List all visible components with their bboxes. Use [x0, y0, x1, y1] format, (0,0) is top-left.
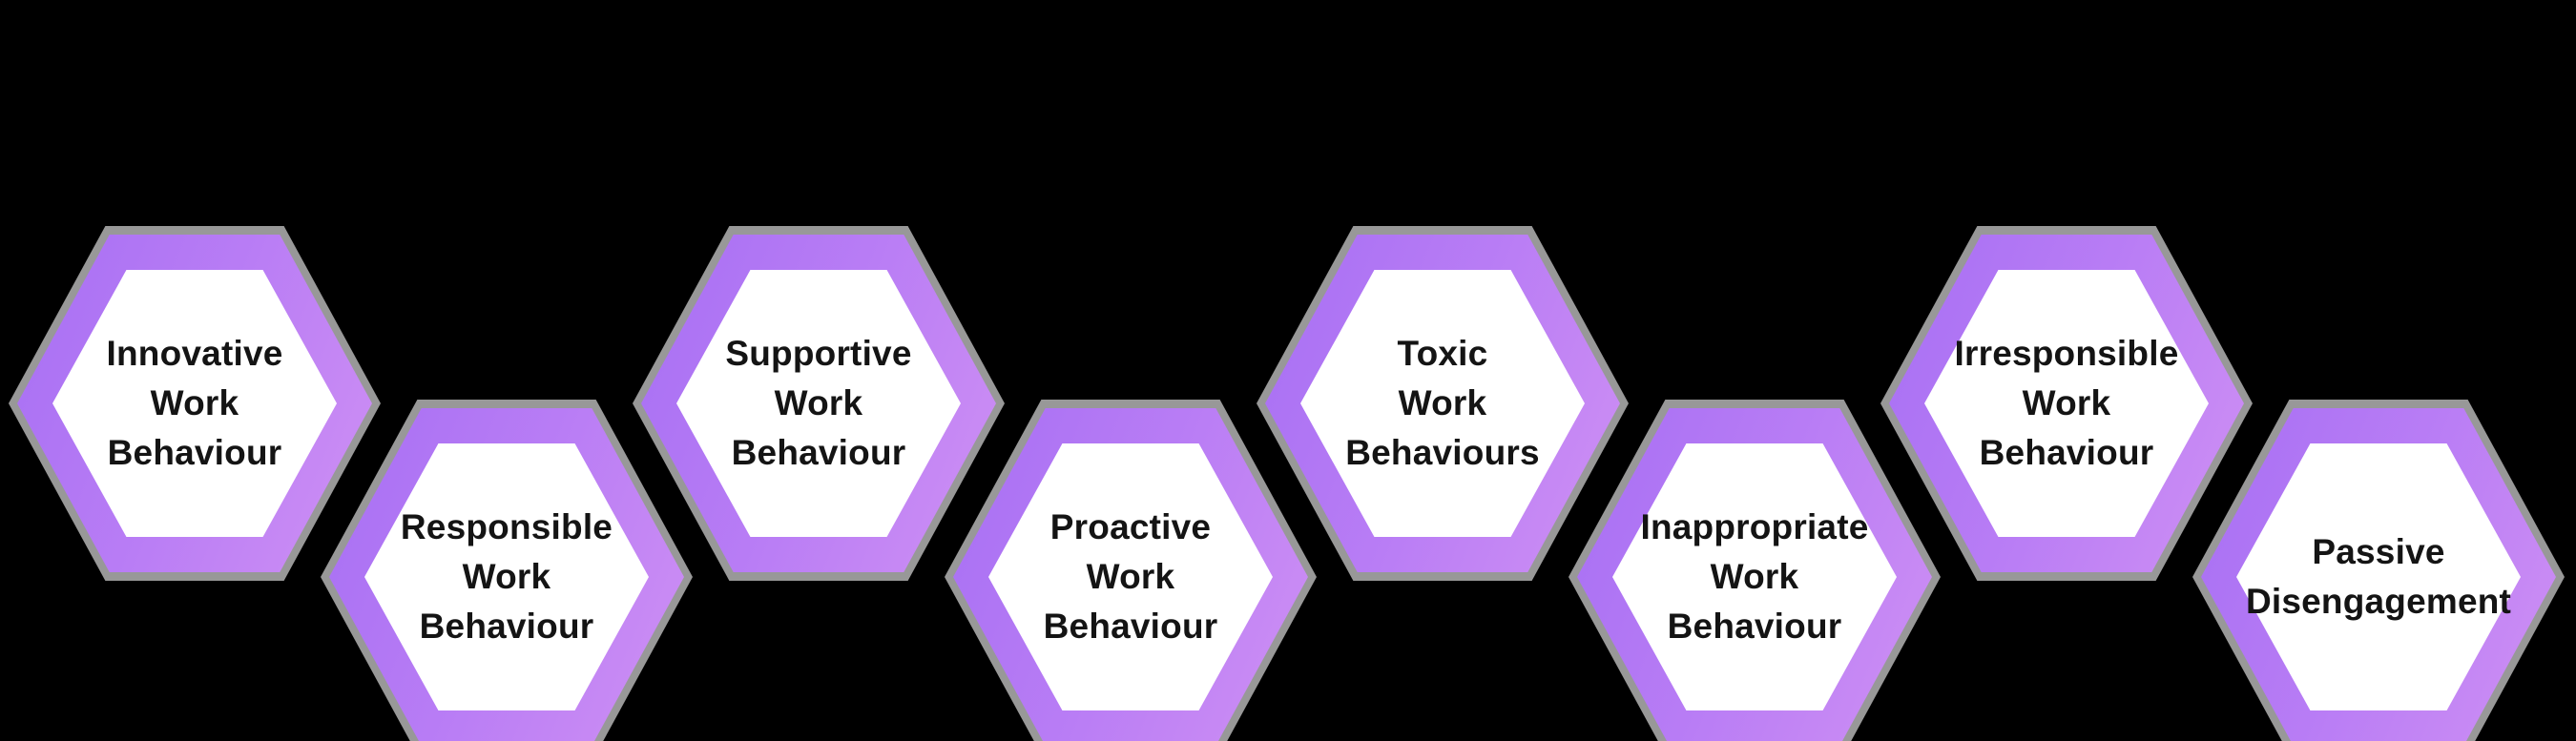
hexagon-label-line: Work	[150, 383, 239, 422]
hexagon-label-line: Responsible	[400, 507, 613, 546]
hexagon-label-line: Toxic	[1397, 334, 1488, 373]
hexagon-label-line: Proactive	[1049, 507, 1212, 546]
hexagon-label-line: Inappropriate	[1640, 507, 1869, 546]
hexagon-label-line: Behaviour	[107, 433, 282, 472]
hexagon-label-line: Irresponsible	[1954, 334, 2179, 373]
hexagon-label-line: Passive	[2312, 532, 2445, 571]
hexagon-label-line: Innovative	[106, 334, 283, 373]
hexagon-label-line: Disengagement	[2245, 582, 2512, 621]
hexagon-label-line: Behaviour	[1979, 433, 2154, 472]
hexagon-label-line: Supportive	[725, 334, 912, 373]
hexagon-label-line: Behaviour	[1667, 607, 1842, 646]
hexagon-label-line: Work	[2022, 383, 2111, 422]
hexagon-label-line: Work	[774, 383, 863, 422]
hexagon-label-line: Work	[1398, 383, 1487, 422]
hexagon-label-line: Work	[1086, 557, 1175, 596]
hexagon-label-line: Work	[1710, 557, 1799, 596]
hexagon-label-line: Behaviours	[1345, 433, 1540, 472]
hexagon-label-line: Behaviour	[1043, 607, 1218, 646]
hexagon-label-line: Work	[462, 557, 551, 596]
hexagon-label-line: Behaviour	[419, 607, 594, 646]
hexagon-label-line: Behaviour	[731, 433, 906, 472]
